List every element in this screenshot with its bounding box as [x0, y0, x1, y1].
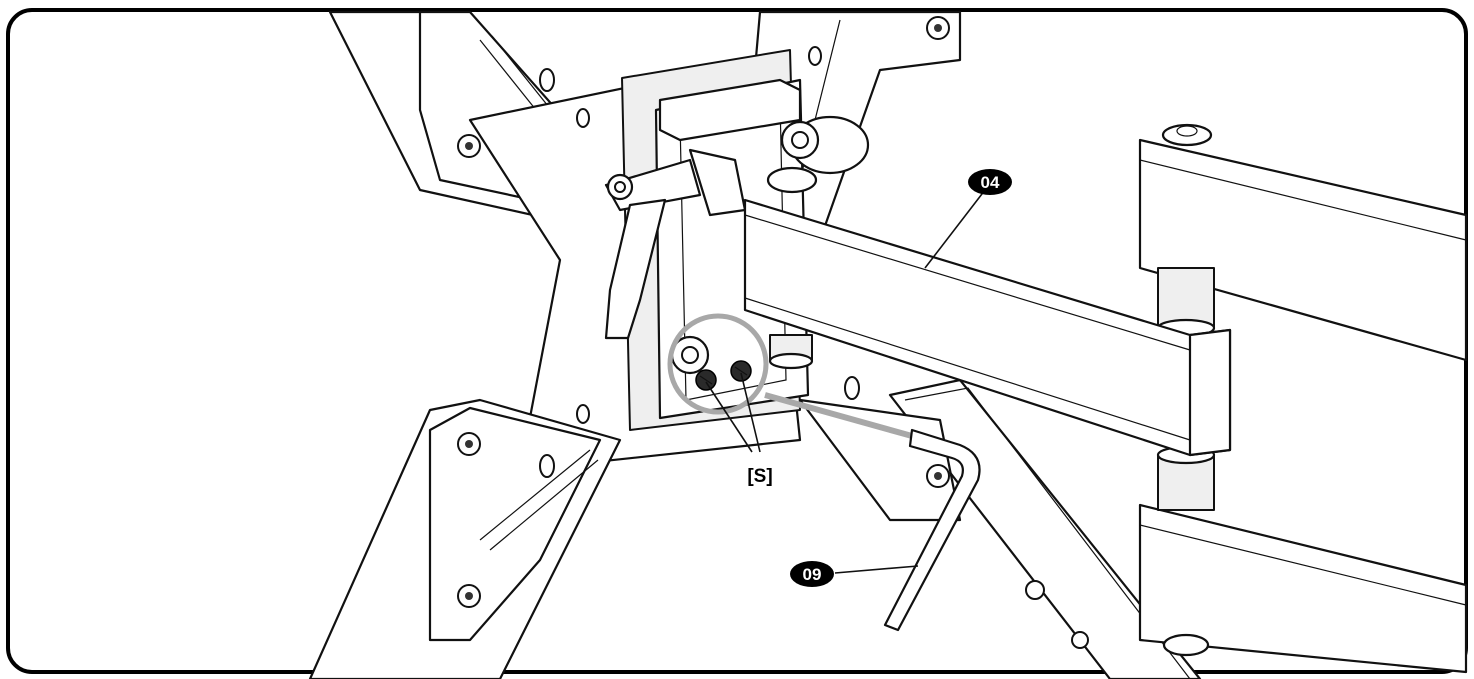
arm-leader — [924, 189, 986, 269]
screw-leader-2 — [740, 372, 761, 453]
callout-09-text: 09 — [803, 565, 822, 584]
main-arm-04 — [743, 198, 1232, 457]
screws-label: [S] — [747, 466, 772, 487]
tilt-lever — [604, 148, 747, 340]
callout-04-text: 04 — [981, 173, 1000, 192]
allen-key-09 — [764, 392, 981, 632]
screw-highlight-circle — [667, 313, 769, 415]
callout-04: 04 — [968, 169, 1012, 195]
callout-09: 09 — [790, 561, 834, 587]
screw-leader-1 — [705, 381, 753, 453]
key-leader — [834, 565, 919, 574]
